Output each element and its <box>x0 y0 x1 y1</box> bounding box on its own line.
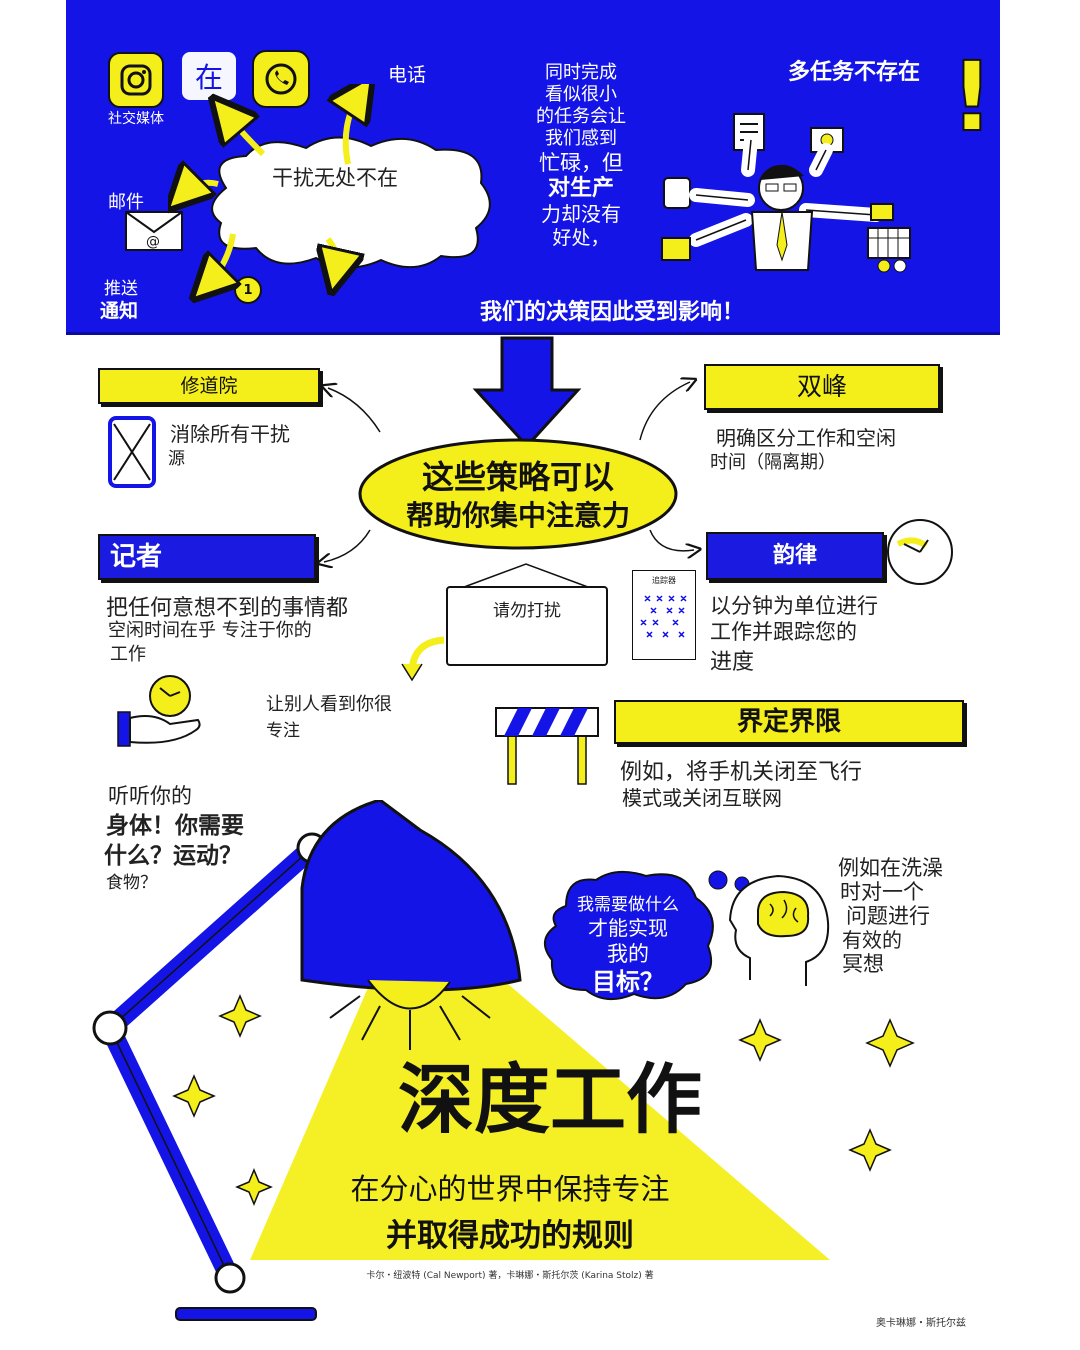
boundaries-title: 界定界限 <box>736 707 841 737</box>
bimodal-desc-1: 明确区分工作和空闲 <box>716 426 896 450</box>
bimodal-title: 双峰 <box>796 372 847 401</box>
sparkle-icons <box>172 994 915 1206</box>
monastery-desc-1: 消除所有干扰 <box>170 422 290 446</box>
journalist-tag: 记者 <box>98 534 316 580</box>
curved-arrow-icon <box>401 636 445 682</box>
rhythm-desc-1: 以分钟为单位进行 <box>710 594 878 618</box>
center-line-2: 帮助你集中注意力 <box>405 499 630 532</box>
goal-thought-cloud <box>544 870 714 1001</box>
instagram-icon <box>108 52 164 108</box>
boundaries-desc-1: 例如，将手机关闭至飞行 <box>620 760 863 785</box>
mt-line-4: 我们感到 <box>545 128 617 149</box>
boundaries-desc-2: 模式或关闭互联网 <box>622 786 782 810</box>
label-push: 推送 <box>104 279 138 299</box>
hand-clock-icon <box>117 675 201 747</box>
multitask-title: 多任务不存在 <box>788 60 921 85</box>
do-not-disturb-sign: 请勿打扰 <box>446 586 608 666</box>
brain-head-icon <box>728 874 830 986</box>
monastery-desc-2: 源 <box>168 449 185 469</box>
mt-line-1: 同时完成 <box>545 62 617 83</box>
body-note-4: 食物？ <box>106 873 157 893</box>
monastery-tag: 修道院 <box>98 368 320 404</box>
mt-line-6: 对生产 <box>547 176 614 201</box>
envelope-icon: @ <box>124 210 184 256</box>
distraction-cloud <box>211 136 491 269</box>
journalist-desc-2: 空闲时间在乎 专注于你的 <box>108 620 312 641</box>
meditate-line-2: 时对一个 <box>840 880 924 904</box>
subtitle-line-2: 并取得成功的规则 <box>386 1218 634 1254</box>
body-note-3: 什么？运动？ <box>104 843 242 869</box>
mt-line-3: 的任务会让 <box>536 106 626 127</box>
sign-desc-1: 让别人看到你很 <box>266 694 392 715</box>
multitask-paragraph: 同时完成 看似很小 的任务会让 我们感到 忙碌，但 对生产 力却没有 好处， <box>516 62 646 250</box>
lamp-light-beam <box>250 960 830 1260</box>
label-mail: 邮件 <box>108 192 144 213</box>
mt-line-7: 力却没有 <box>541 202 621 226</box>
goal-line-1: 我需要做什么 <box>577 895 679 915</box>
tracker-label: 追踪器 <box>652 576 676 585</box>
hanging-sign-string <box>455 563 597 591</box>
bimodal-tag: 双峰 <box>704 364 940 410</box>
exclamation-mark: ! <box>949 41 995 153</box>
sign-desc-2: 专注 <box>266 721 300 741</box>
meditate-line-4: 有效的 <box>842 928 902 952</box>
journalist-desc-3: 工作 <box>110 644 146 665</box>
journalist-title: 记者 <box>110 542 163 572</box>
meditate-line-5: 冥想 <box>842 952 884 976</box>
mt-line-5: 忙碌，但 <box>539 151 623 175</box>
down-arrow-icon <box>472 336 582 449</box>
center-line-1: 这些策略可以 <box>421 458 614 496</box>
goal-line-4: 目标？ <box>592 968 664 996</box>
signature: 奥卡琳娜・斯托尔兹 <box>876 1318 966 1329</box>
sign-text: 请勿打扰 <box>493 601 561 621</box>
subtitle-line-1: 在分心的世界中保持专注 <box>350 1172 670 1206</box>
label-social-media: 社交媒体 <box>108 111 164 127</box>
rhythm-desc-2: 工作并跟踪您的 <box>710 620 857 644</box>
mt-line-2: 看似很小 <box>545 84 617 105</box>
journalist-desc-1: 把任何意想不到的事情都 <box>106 596 349 621</box>
distraction-arrows <box>168 84 378 304</box>
no-phone-icon <box>108 416 156 488</box>
badge-number: 1 <box>243 282 253 298</box>
barrier-icon <box>495 707 599 785</box>
label-phone: 电话 <box>388 64 427 86</box>
phone-icon <box>252 50 310 108</box>
label-notify: 通知 <box>100 300 139 322</box>
multitasking-person-illustration <box>661 113 911 273</box>
center-ellipse <box>358 438 678 550</box>
clock-icon <box>887 519 953 585</box>
svg-text:@: @ <box>146 234 160 250</box>
desk-lamp-illustration <box>92 800 522 1321</box>
meditate-line-3: 问题进行 <box>846 904 930 928</box>
mt-line-8: 好处， <box>552 227 610 249</box>
tracker-marks <box>640 595 687 638</box>
decision-text: 我们的决策因此受到影响！ <box>480 300 745 325</box>
bimodal-desc-2: 时间（隔离期） <box>710 452 836 473</box>
rhythm-tag: 韵律 <box>706 532 884 580</box>
app-icon-char: 在 <box>194 61 223 94</box>
goal-line-3: 我的 <box>607 942 649 966</box>
rhythm-desc-3: 进度 <box>710 650 755 675</box>
body-note-1: 听听你的 <box>108 784 192 808</box>
body-note-2: 身体！你需要 <box>106 813 244 839</box>
connector-arrows <box>310 370 720 580</box>
meditate-line-1: 例如在洗澡 <box>838 856 943 880</box>
cloud-text: 干扰无处不在 <box>272 166 398 190</box>
credits: 卡尔・纽波特 (Cal Newport) 著，卡琳娜・斯托尔茨 (Karina … <box>366 1271 654 1281</box>
rhythm-title: 韵律 <box>772 543 817 568</box>
tracker-sheet: 追踪器 <box>632 570 696 660</box>
monastery-title: 修道院 <box>180 375 238 397</box>
goal-line-2: 才能实现 <box>588 916 668 940</box>
main-title: 深度工作 <box>398 1055 702 1144</box>
boundaries-tag: 界定界限 <box>614 700 964 744</box>
